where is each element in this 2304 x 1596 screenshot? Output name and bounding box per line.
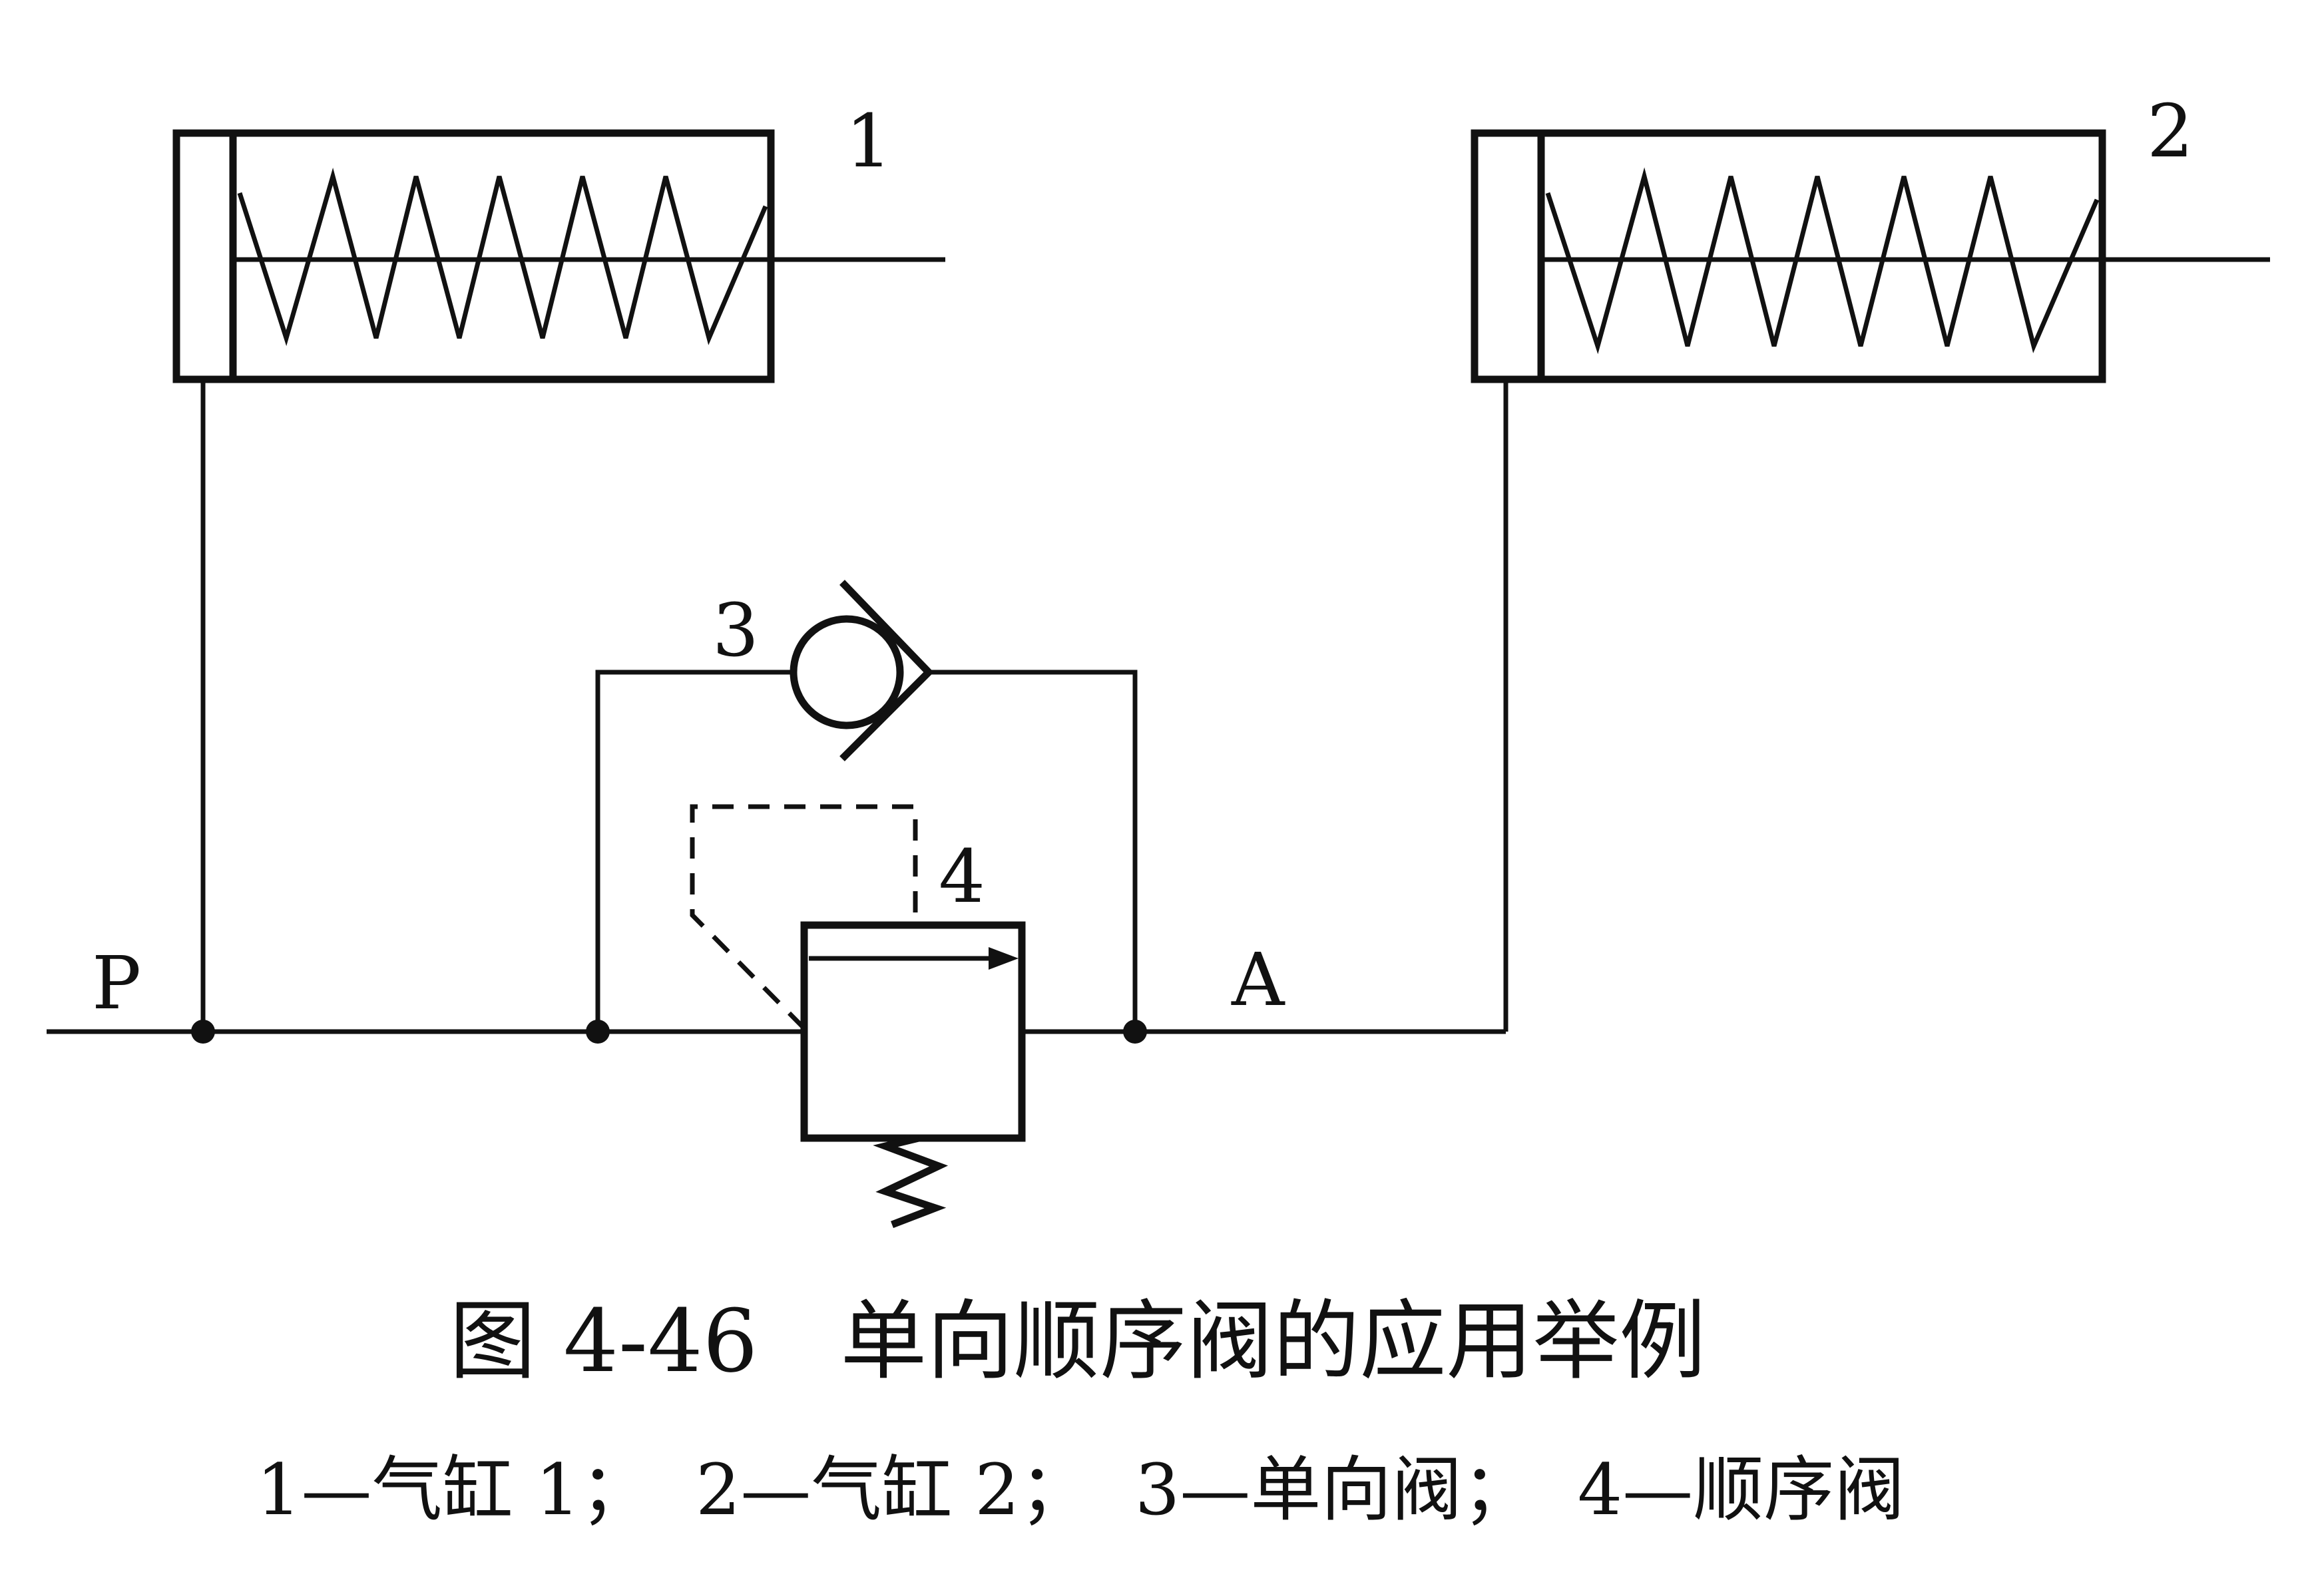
port-a-label: A	[1231, 937, 1285, 1022]
junction-dot-bypass-left	[586, 1020, 610, 1044]
cylinder-1-spring	[237, 167, 768, 347]
cylinder-1-label: 1	[845, 99, 892, 184]
sequence-valve-pilot-line	[690, 804, 918, 1030]
sequence-valve-flow-arrowhead	[989, 947, 1019, 970]
figure-caption-title: 图 4-46 单向顺序阀的应用举例	[449, 1291, 1706, 1392]
junction-dot-bypass-right	[1123, 1020, 1147, 1044]
sequence-valve-label: 4	[939, 834, 985, 919]
check-valve-seat	[839, 580, 934, 761]
bypass-line-right	[929, 670, 1138, 1032]
port-p-label: P	[92, 940, 141, 1026]
check-valve-ball	[790, 615, 904, 729]
junction-dot-p	[191, 1020, 215, 1044]
cylinder-2-spring	[1545, 167, 2100, 355]
figure-caption-legend: 1—气缸 1； 2—气缸 2； 3—单向阀； 4—顺序阀	[256, 1449, 1905, 1531]
cylinder-2-body	[1471, 129, 2106, 383]
cylinder-2-label: 2	[2147, 89, 2193, 174]
check-valve-label: 3	[712, 588, 759, 673]
piping	[47, 379, 1508, 1034]
check-valve	[790, 580, 934, 761]
cylinder-1-body	[172, 129, 775, 383]
cylinder-2	[1471, 129, 2270, 383]
cylinder-1	[172, 129, 945, 383]
sequence-valve	[690, 804, 1026, 1229]
sequence-valve-spring	[873, 1134, 949, 1229]
bypass-line-left	[595, 670, 794, 1032]
